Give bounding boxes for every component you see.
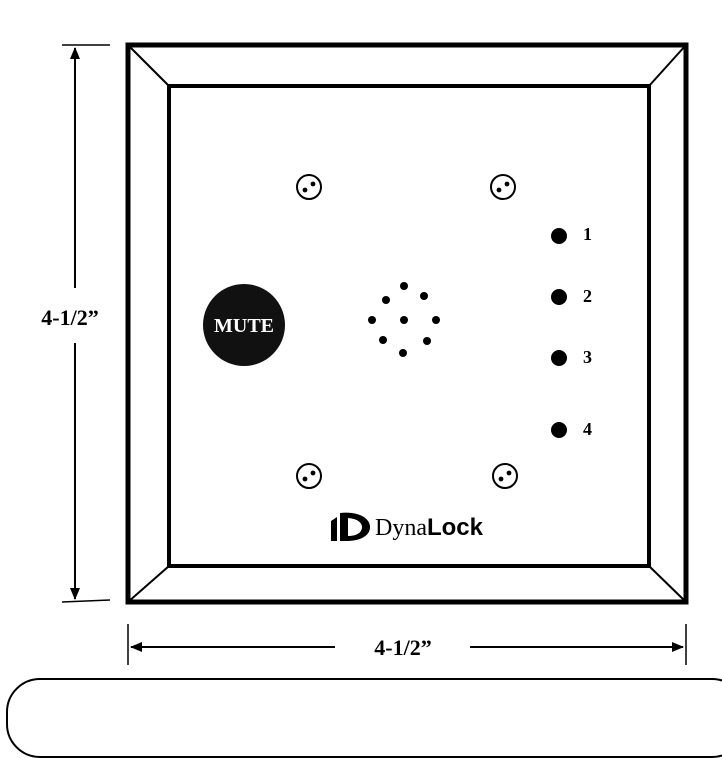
speaker-hole	[400, 282, 408, 290]
height-label: 4-1/2”	[41, 305, 98, 330]
led-3-label: 3	[583, 347, 592, 367]
speaker-grille	[368, 282, 440, 357]
device-diagram: 4-1/2” 4-1/2” MUTE	[41, 42, 689, 665]
screw-bottom-left-ring	[296, 463, 322, 489]
speaker-hole	[423, 337, 431, 345]
led-indicator-1: 1	[551, 224, 592, 244]
screw-bottom-left	[296, 463, 322, 489]
brand-wordmark: DynaLock	[375, 514, 484, 541]
speaker-hole	[432, 316, 440, 324]
led-1-dot	[551, 228, 567, 244]
mute-button[interactable]: MUTE	[203, 284, 285, 366]
height-ext-bottom	[61, 599, 111, 603]
led-2-dot	[551, 289, 567, 305]
screw-bottom-right-dot-a	[498, 476, 504, 482]
height-dimension	[61, 44, 111, 603]
speaker-hole	[420, 292, 428, 300]
bevel-corner-bl	[127, 565, 170, 603]
led-4-label: 4	[583, 419, 592, 439]
bevel-corner-tl	[127, 44, 170, 87]
screw-top-left-ring	[296, 174, 322, 200]
mute-button-face[interactable]	[203, 284, 285, 366]
screw-top-right-dot-a	[496, 187, 502, 193]
bottom-info-panel	[6, 678, 722, 758]
faceplate-frame	[125, 42, 689, 605]
led-2-label: 2	[583, 286, 592, 306]
screw-top-left-dot-b	[310, 181, 316, 187]
bevel-corner-br	[648, 565, 687, 603]
screw-bottom-left-dot-a	[302, 476, 308, 482]
width-label: 4-1/2”	[374, 635, 431, 660]
speaker-hole	[400, 316, 408, 324]
mute-button-label: MUTE	[214, 315, 274, 337]
led-4-dot	[551, 422, 567, 438]
screw-top-left-dot-a	[302, 187, 308, 193]
brand-name-bold: Lock	[427, 514, 484, 541]
width-dimension	[127, 624, 687, 665]
led-1-label: 1	[583, 224, 592, 244]
outer-frame-edge	[125, 42, 689, 605]
screw-bottom-right	[492, 463, 518, 489]
screw-bottom-right-dot-b	[506, 470, 512, 476]
speaker-hole	[379, 336, 387, 344]
led-3-dot	[551, 350, 567, 366]
screw-bottom-left-dot-b	[310, 470, 316, 476]
screw-top-right	[490, 174, 516, 200]
screw-top-right-dot-b	[504, 181, 510, 187]
led-indicator-2: 2	[551, 286, 592, 306]
dynalock-d-logo-icon	[331, 512, 370, 541]
speaker-hole	[368, 316, 376, 324]
screw-top-left	[296, 174, 322, 200]
speaker-hole	[399, 349, 407, 357]
brand-name-regular: Dyna	[375, 515, 427, 541]
dynalock-logo: DynaLock	[331, 512, 484, 541]
speaker-hole	[382, 296, 390, 304]
screw-top-right-ring	[490, 174, 516, 200]
inner-panel-edge	[167, 84, 651, 568]
bevel-corner-tr	[648, 44, 687, 87]
led-indicator-4: 4	[551, 419, 592, 439]
led-indicator-3: 3	[551, 347, 592, 367]
screw-bottom-right-ring	[492, 463, 518, 489]
